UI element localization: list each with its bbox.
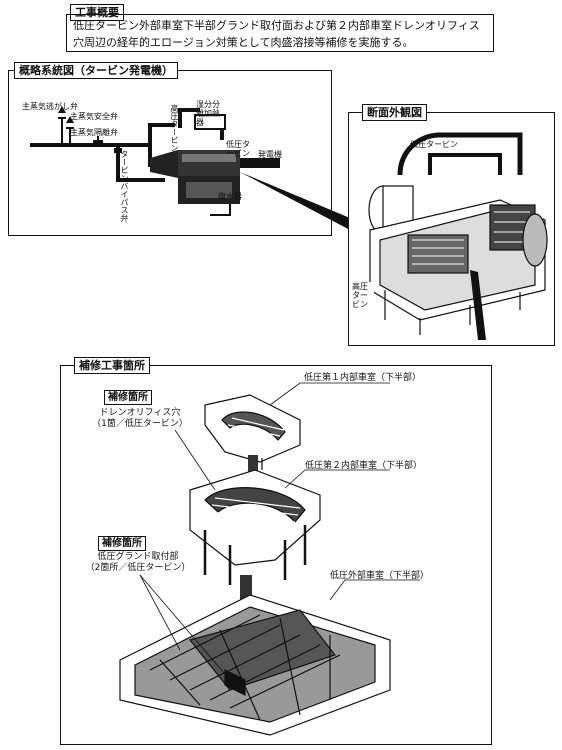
system-diagram-title: 概略系統図（タービン発電機） bbox=[14, 62, 178, 79]
repair-spot-1-note: ドレンオリフィス穴 （1箇／低圧タービン） bbox=[80, 408, 200, 430]
repair-spot-2-line-2: （2箇所／低圧タービン） bbox=[85, 563, 191, 573]
repair-spot-2-tag: 補修箇所 bbox=[98, 536, 146, 551]
label-lp1-inner-casing: 低圧第１内部車室（下半部） bbox=[304, 373, 422, 383]
label-main-steam-isolation: 主蒸気隔離弁 bbox=[70, 128, 118, 137]
summary-line-2: 穴周辺の経年的エロージョン対策として肉盛溶接等補修を実施する。 bbox=[73, 36, 414, 49]
repair-spot-2-note: 低圧グランド取付部 （2箇所／低圧タービン） bbox=[78, 552, 198, 574]
label-lp2-inner-casing: 低圧第２内部車室（下半部） bbox=[305, 461, 423, 471]
repair-spot-2-line-1: 低圧グランド取付部 bbox=[97, 552, 179, 562]
label-condenser: 復水器 bbox=[218, 192, 242, 201]
summary-line-1: 低圧タービン外部車室下半部グランド取付面および第２内部車室ドレンオリフィス bbox=[73, 19, 480, 32]
section-label-hp-turbine: 高圧タービン bbox=[352, 282, 374, 309]
label-main-steam-relief: 主蒸気逃がし弁 bbox=[22, 102, 78, 111]
label-generator: 発電機 bbox=[258, 150, 282, 159]
work-summary-title: 工事概要 bbox=[70, 4, 124, 21]
label-moisture-separator: 湿分分離加熱器 bbox=[196, 100, 220, 127]
label-turbine-bypass: タービンバイパス弁 bbox=[120, 150, 129, 222]
repair-spot-1-line-2: （1箇／低圧タービン） bbox=[92, 419, 188, 429]
label-lp-turbine: 低圧タービン bbox=[226, 140, 250, 158]
section-view-title: 断面外観図 bbox=[362, 104, 427, 121]
label-hp-turbine: 高圧タービン bbox=[170, 104, 179, 152]
label-main-steam-safety: 主蒸気安全弁 bbox=[70, 112, 118, 121]
work-summary-box: 低圧タービン外部車室下半部グランド取付面および第２内部車室ドレンオリフィス 穴周… bbox=[66, 14, 494, 52]
repair-spot-1-tag: 補修箇所 bbox=[104, 390, 152, 405]
repair-spot-1-line-1: ドレンオリフィス穴 bbox=[99, 408, 181, 418]
section-label-lp-turbine: 低圧タービン bbox=[410, 140, 458, 149]
label-lp-outer-casing: 低圧外部車室（下半部） bbox=[330, 571, 430, 581]
repair-panel-title: 補修工事箇所 bbox=[74, 357, 150, 374]
